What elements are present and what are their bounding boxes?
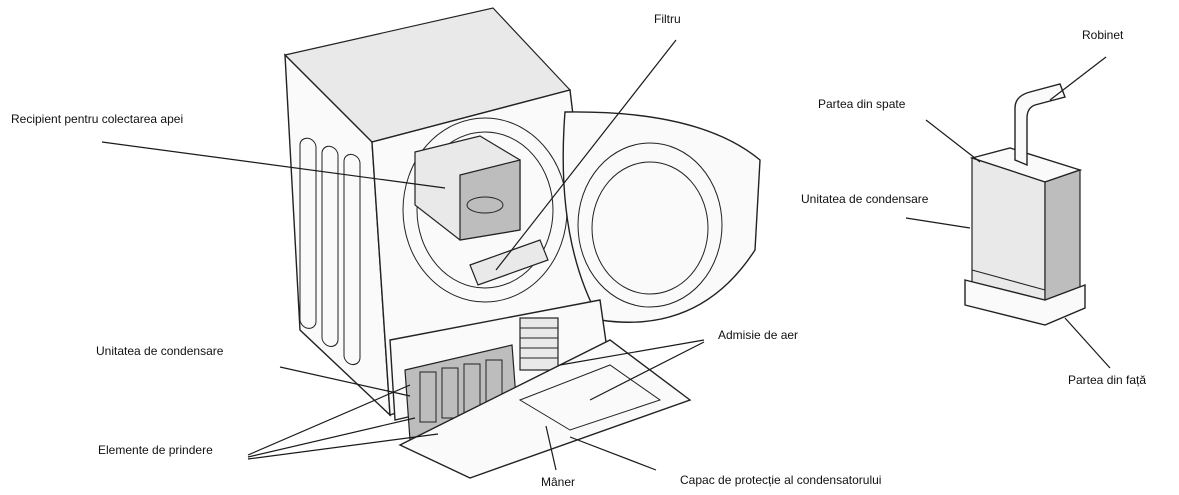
label-condenser-unit-right: Unitatea de condensare [801, 192, 928, 206]
label-back-side: Partea din spate [818, 97, 905, 111]
condenser-unit-detail [965, 84, 1085, 325]
label-front-side: Partea din față [1068, 373, 1146, 387]
leader-condenser-right [906, 218, 970, 228]
leader-fastener-1 [248, 385, 410, 455]
leader-front-side [1065, 318, 1110, 368]
label-water-container: Recipient pentru colectarea apei [11, 112, 183, 126]
leader-condenser-cover [570, 437, 656, 470]
label-air-intake: Admisie de aer [718, 328, 798, 342]
label-condenser-cover: Capac de protecție al condensatorului [680, 473, 881, 487]
air-intake-grille [520, 318, 558, 370]
door [563, 112, 760, 322]
label-condenser-unit-left: Unitatea de condensare [96, 344, 223, 358]
dryer-illustration [285, 8, 760, 478]
leader-back-side [926, 120, 980, 162]
leader-faucet [1050, 57, 1106, 100]
label-fasteners: Elemente de prindere [98, 443, 213, 457]
label-handle: Mâner [541, 475, 575, 489]
label-faucet: Robinet [1082, 28, 1123, 42]
label-filter: Filtru [654, 12, 681, 26]
leader-fastener-2 [248, 418, 415, 457]
